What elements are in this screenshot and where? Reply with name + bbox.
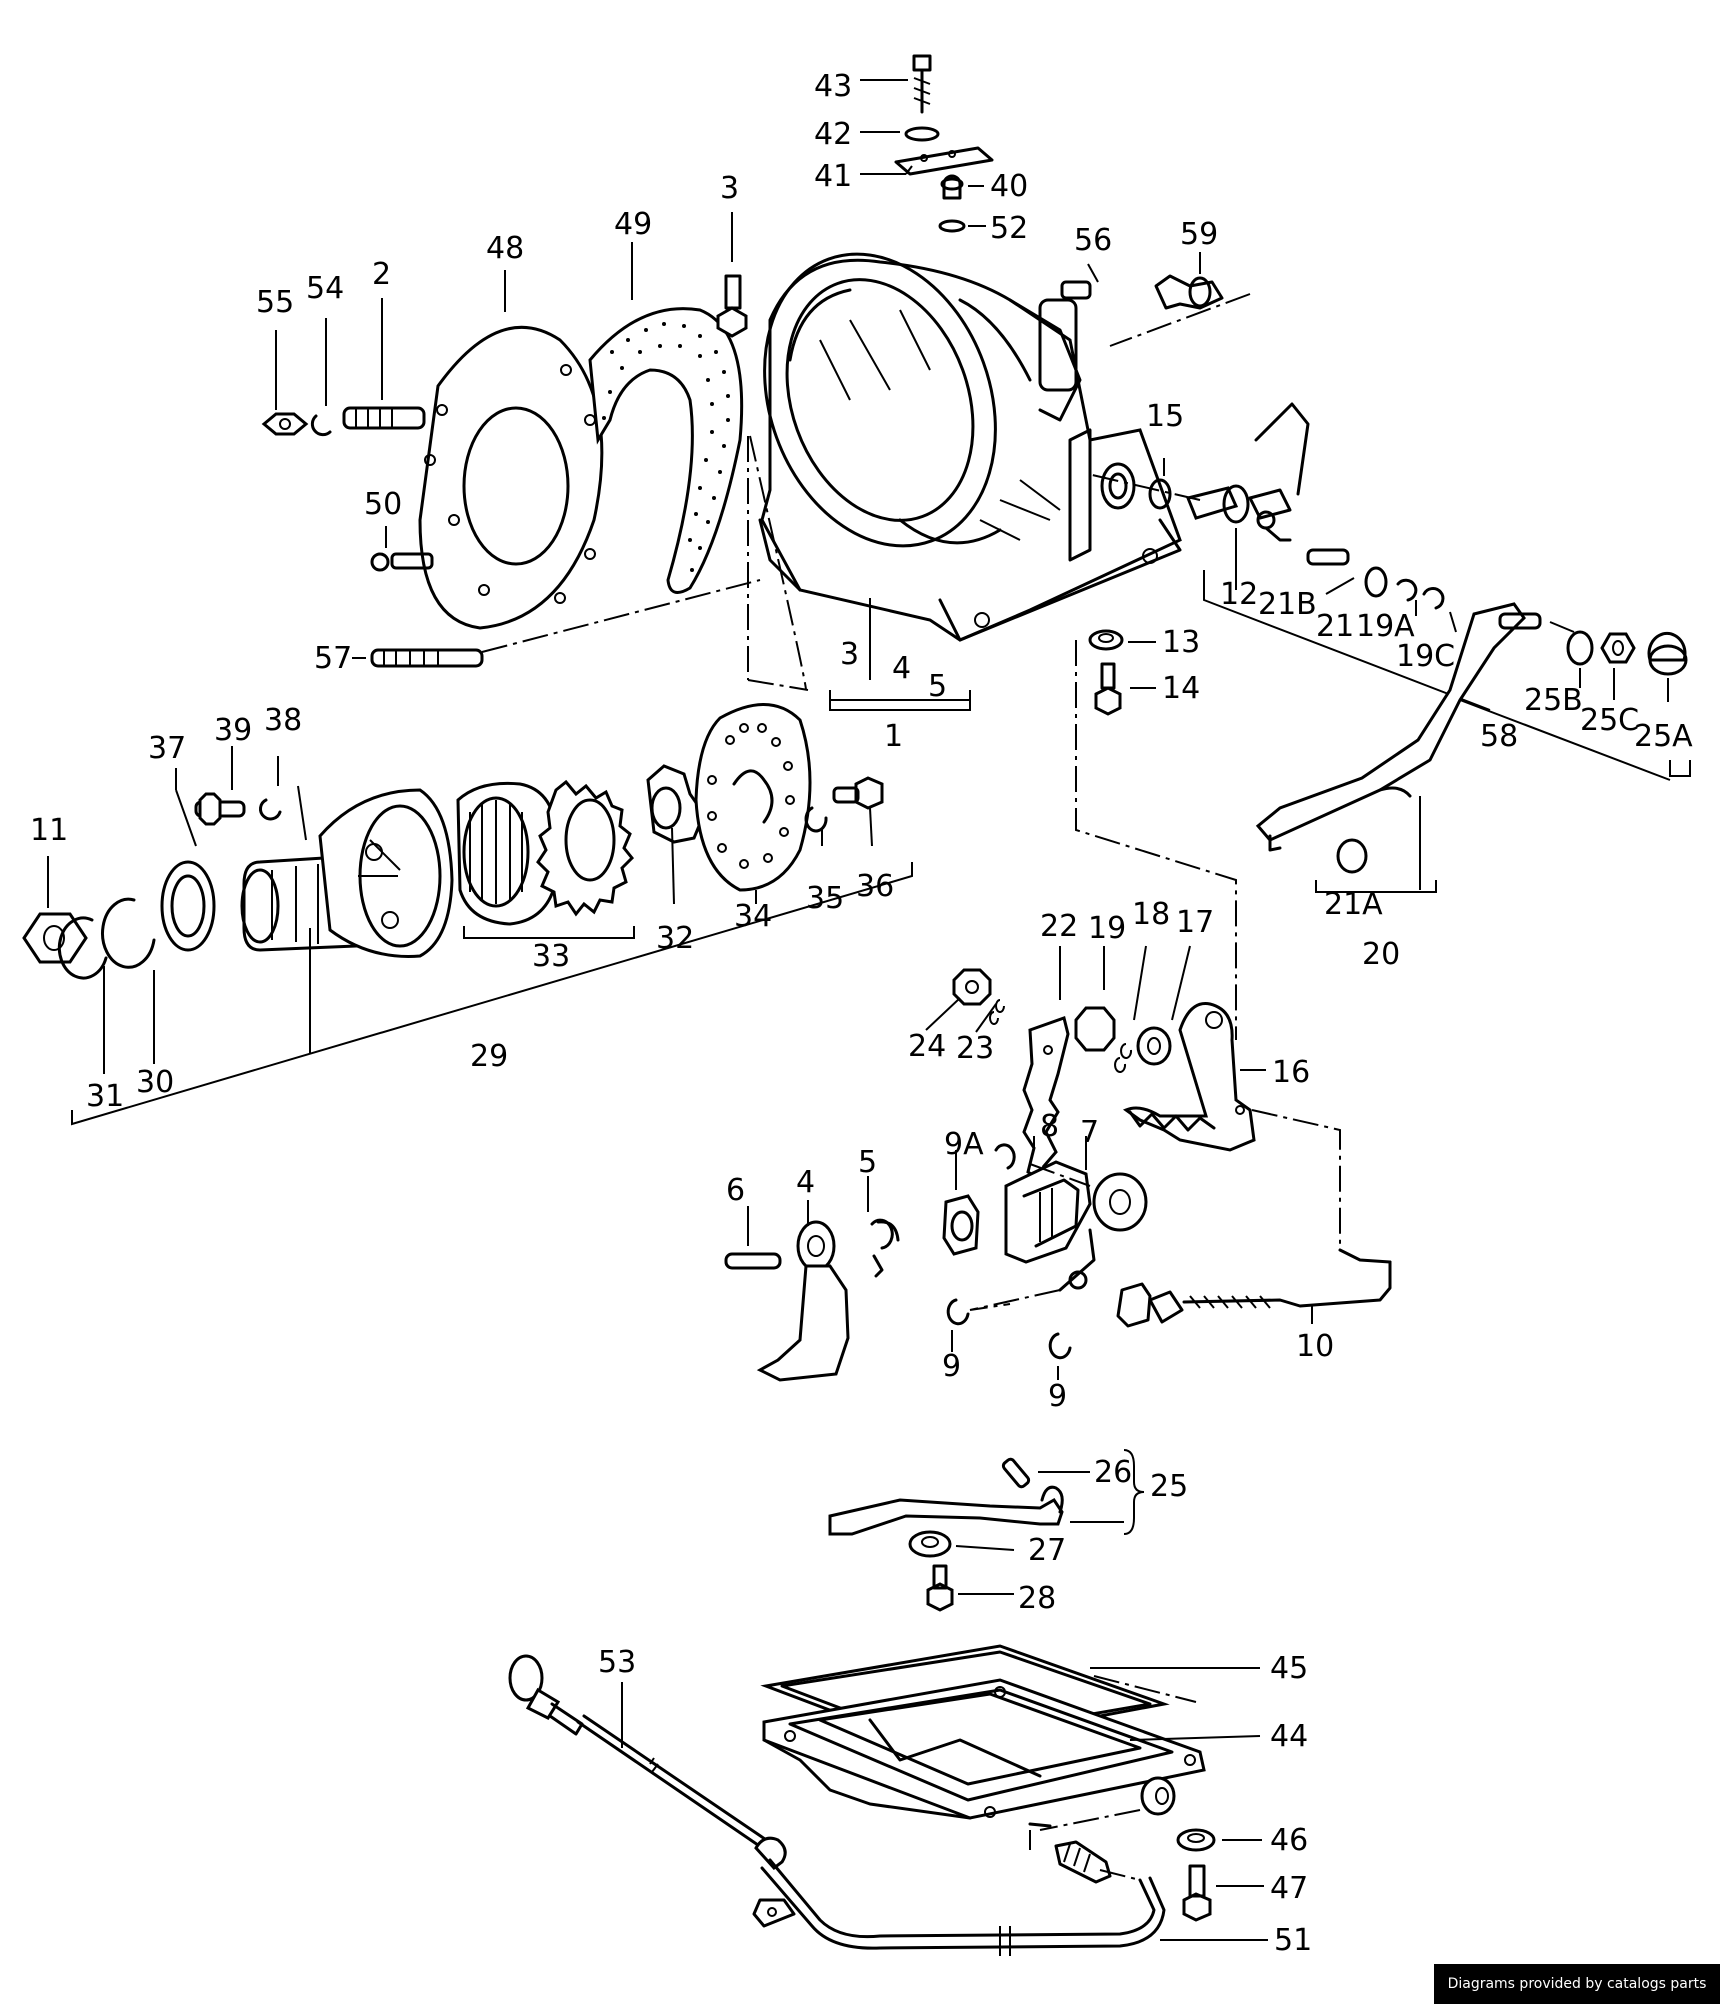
label-35: 35 bbox=[806, 881, 844, 916]
studs-and-nuts-left bbox=[261, 298, 761, 668]
label-7: 7 bbox=[1080, 1115, 1099, 1150]
part-labels: 43 42 41 40 52 3 49 48 2 54 55 56 59 15 … bbox=[30, 69, 1693, 1958]
label-54: 54 bbox=[306, 271, 344, 306]
label-40: 40 bbox=[990, 169, 1028, 204]
label-47: 47 bbox=[1270, 1871, 1308, 1906]
lower-lever-group bbox=[828, 1449, 1145, 1612]
label-19C: 19C bbox=[1396, 639, 1455, 674]
label-19A: 19A bbox=[1356, 609, 1415, 644]
selector-lever bbox=[1255, 602, 1691, 893]
housing-side-parts bbox=[716, 212, 1251, 510]
label-21A: 21A bbox=[1324, 887, 1383, 922]
label-9A: 9A bbox=[944, 1127, 984, 1162]
label-49: 49 bbox=[614, 207, 652, 242]
label-43: 43 bbox=[814, 69, 852, 104]
dipstick-and-tube bbox=[508, 1654, 1268, 1956]
label-4-lock: 4 bbox=[796, 1165, 815, 1200]
parking-lock-assembly bbox=[724, 1136, 1392, 1382]
label-14: 14 bbox=[1162, 671, 1200, 706]
label-46: 46 bbox=[1270, 1823, 1308, 1858]
lever-fastenings bbox=[1566, 630, 1688, 702]
label-42: 42 bbox=[814, 117, 852, 152]
label-53: 53 bbox=[598, 1645, 636, 1680]
label-22: 22 bbox=[1040, 909, 1078, 944]
label-19: 19 bbox=[1088, 911, 1126, 946]
label-30: 30 bbox=[136, 1065, 174, 1100]
label-15: 15 bbox=[1146, 399, 1184, 434]
label-3-top: 3 bbox=[720, 171, 739, 206]
label-1: 1 bbox=[884, 719, 903, 754]
label-25C: 25C bbox=[1580, 703, 1639, 738]
label-51: 51 bbox=[1274, 1923, 1312, 1958]
label-18: 18 bbox=[1132, 897, 1170, 932]
label-48: 48 bbox=[486, 231, 524, 266]
label-4-housing: 4 bbox=[892, 651, 911, 686]
label-25B: 25B bbox=[1524, 683, 1583, 718]
label-41: 41 bbox=[814, 159, 852, 194]
label-27: 27 bbox=[1028, 1533, 1066, 1568]
label-21: 21 bbox=[1316, 609, 1354, 644]
label-21B: 21B bbox=[1258, 587, 1317, 622]
credit-banner: Diagrams provided by catalogs parts bbox=[1434, 1964, 1720, 2004]
label-17: 17 bbox=[1176, 905, 1214, 940]
label-5-housing: 5 bbox=[928, 669, 947, 704]
label-32: 32 bbox=[656, 921, 694, 956]
label-31: 31 bbox=[86, 1079, 124, 1114]
label-16: 16 bbox=[1272, 1055, 1310, 1090]
oil-pump-group bbox=[22, 435, 913, 1126]
label-20: 20 bbox=[1362, 937, 1400, 972]
label-55: 55 bbox=[256, 285, 294, 320]
label-10: 10 bbox=[1296, 1329, 1334, 1364]
oil-pan-assembly bbox=[760, 1644, 1261, 1820]
label-3-housing: 3 bbox=[840, 637, 859, 672]
label-59: 59 bbox=[1180, 217, 1218, 252]
label-50: 50 bbox=[364, 487, 402, 522]
label-5-lock: 5 bbox=[858, 1145, 877, 1180]
label-13: 13 bbox=[1162, 625, 1200, 660]
washer-and-bolt-13-14 bbox=[1075, 629, 1237, 1040]
label-2: 2 bbox=[372, 257, 391, 292]
selector-shaft-assembly bbox=[1087, 402, 1491, 711]
label-9-right: 9 bbox=[1048, 1379, 1067, 1414]
label-25: 25 bbox=[1150, 1469, 1188, 1504]
label-56: 56 bbox=[1074, 223, 1112, 258]
label-36: 36 bbox=[856, 869, 894, 904]
label-45: 45 bbox=[1270, 1651, 1308, 1686]
label-39: 39 bbox=[214, 713, 252, 748]
gasket-plate-48 bbox=[418, 270, 604, 630]
transmission-housing bbox=[758, 252, 1182, 711]
label-29: 29 bbox=[470, 1039, 508, 1074]
drain-plug-group bbox=[1039, 1809, 1264, 1922]
label-8: 8 bbox=[1040, 1109, 1059, 1144]
label-33: 33 bbox=[532, 939, 570, 974]
label-44: 44 bbox=[1270, 1719, 1308, 1754]
label-58: 58 bbox=[1480, 719, 1518, 754]
label-37: 37 bbox=[148, 731, 186, 766]
label-34: 34 bbox=[734, 899, 772, 934]
label-6: 6 bbox=[726, 1173, 745, 1208]
label-26: 26 bbox=[1094, 1455, 1132, 1490]
label-23: 23 bbox=[956, 1031, 994, 1066]
label-24: 24 bbox=[908, 1029, 946, 1064]
dotted-gasket-49 bbox=[588, 242, 744, 594]
label-38: 38 bbox=[264, 703, 302, 738]
label-9-left: 9 bbox=[942, 1349, 961, 1384]
label-52: 52 bbox=[990, 211, 1028, 246]
top-bolt-stack bbox=[860, 54, 994, 233]
label-12: 12 bbox=[1220, 577, 1258, 612]
label-11: 11 bbox=[30, 813, 68, 848]
label-28: 28 bbox=[1018, 1581, 1056, 1616]
label-25A: 25A bbox=[1634, 719, 1693, 754]
label-57: 57 bbox=[314, 641, 352, 676]
